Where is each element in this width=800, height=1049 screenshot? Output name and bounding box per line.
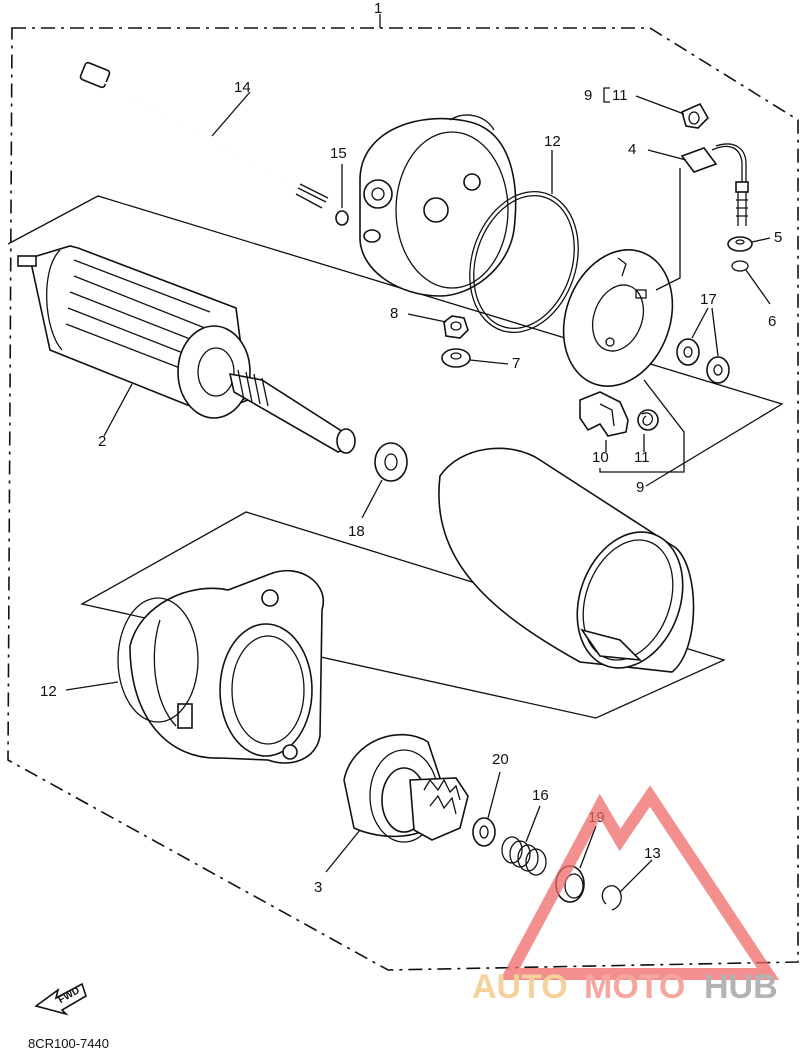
o-ring-small xyxy=(335,210,349,226)
watermark-auto: AUTO xyxy=(472,968,568,1006)
callout-11-top: 11 xyxy=(612,87,628,104)
watermark-moto: MOTO xyxy=(584,968,685,1006)
washer-nut xyxy=(441,348,471,368)
callout-12-bottom: 12 xyxy=(40,683,57,700)
callout-10: 10 xyxy=(592,449,609,466)
callout-7: 7 xyxy=(512,355,520,372)
through-bolt xyxy=(79,61,329,209)
callout-8: 8 xyxy=(390,305,398,322)
callout-9-top: 9 xyxy=(584,87,592,104)
callout-17: 17 xyxy=(700,291,717,308)
callout-6: 6 xyxy=(768,313,776,330)
brush-plate xyxy=(562,249,674,387)
brush-spring-top xyxy=(681,102,709,129)
callout-14: 14 xyxy=(234,79,251,96)
callout-4: 4 xyxy=(628,141,636,158)
callout-18: 18 xyxy=(348,523,365,540)
fwd-arrow-icon: FWD xyxy=(34,982,87,1016)
o-ring-large-front xyxy=(117,597,199,723)
callout-5: 5 xyxy=(774,229,782,246)
grommet xyxy=(727,236,753,252)
callout-13: 13 xyxy=(644,845,661,862)
nut xyxy=(443,315,469,339)
o-ring-terminal xyxy=(731,260,749,272)
o-ring-large-rear xyxy=(469,191,579,333)
callout-3: 3 xyxy=(314,879,322,896)
circlip xyxy=(601,885,622,911)
armature-washer xyxy=(374,442,408,482)
watermark-triangle-icon xyxy=(499,785,780,980)
automotohub-watermark: AUTO MOTO HUB xyxy=(472,785,780,1006)
assembly-boundary xyxy=(7,27,799,971)
brush-with-lead xyxy=(680,143,749,226)
reference-plane-lower xyxy=(80,511,726,719)
rear-cover xyxy=(359,114,517,297)
brush-holder xyxy=(579,391,629,437)
callout-20: 20 xyxy=(492,751,509,768)
front-cover xyxy=(129,569,325,764)
callout-2: 2 xyxy=(98,433,106,450)
drawing-code: 8CR100-7440 xyxy=(28,1036,109,1049)
reference-plane-upper xyxy=(7,195,784,487)
armature xyxy=(17,245,356,454)
callout-1: 1 xyxy=(374,0,382,17)
pinion-spring xyxy=(501,836,547,876)
washers-pair xyxy=(676,338,730,384)
callout-11-bottom: 11 xyxy=(634,449,650,466)
callout-12-top: 12 xyxy=(544,133,561,150)
callout-15: 15 xyxy=(330,145,347,162)
callout-9-bottom: 9 xyxy=(636,479,644,496)
brush-spring-lower xyxy=(637,409,659,431)
callout-16: 16 xyxy=(532,787,549,804)
watermark-hub: HUB xyxy=(704,968,778,1006)
pinion-washer xyxy=(472,817,496,847)
yoke-housing xyxy=(438,447,695,673)
starter-clutch-pinion xyxy=(343,733,469,843)
